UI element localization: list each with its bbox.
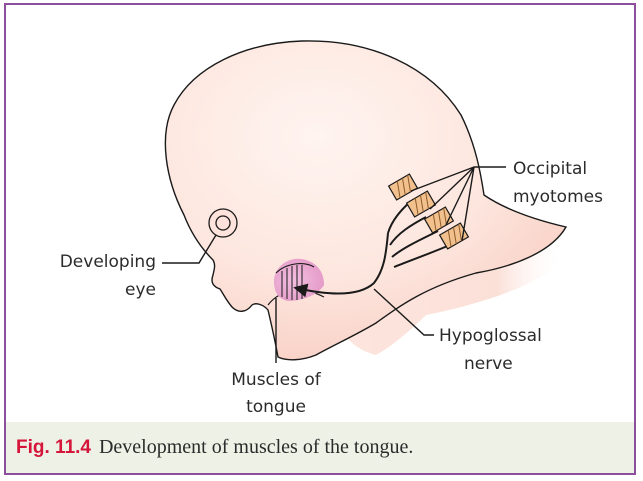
label-hypoglossal-1: Hypoglossal	[439, 326, 542, 346]
caption-text: Development of muscles of the tongue.	[99, 436, 413, 459]
label-eye-2: eye	[125, 280, 156, 300]
embryo-head-diagram: Occipital myotomes Developing eye Hypogl…	[6, 5, 634, 422]
figure-caption: Fig. 11.4 Development of muscles of the …	[6, 422, 634, 473]
label-occipital-2: myotomes	[513, 187, 603, 207]
figure-frame: Occipital myotomes Developing eye Hypogl…	[4, 3, 636, 475]
label-occipital-1: Occipital	[513, 159, 587, 179]
label-muscles-2: tongue	[246, 397, 306, 417]
label-hypoglossal-2: nerve	[464, 354, 513, 374]
head-outline	[165, 41, 566, 360]
label-muscles-1: Muscles of	[231, 370, 321, 390]
eye	[209, 209, 237, 237]
label-eye-1: Developing	[60, 252, 156, 272]
figure-number: Fig. 11.4	[16, 437, 91, 459]
